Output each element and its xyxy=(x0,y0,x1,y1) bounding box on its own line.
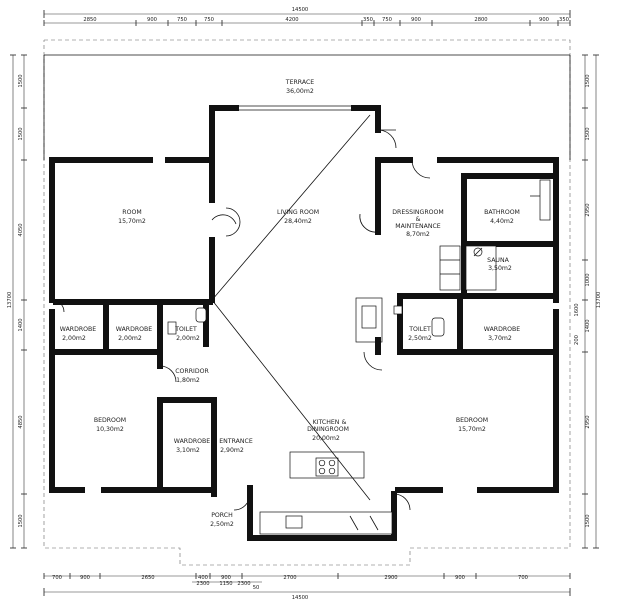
dim-bottom-total: 14500 xyxy=(292,595,309,601)
wardrobe-right-name: WARDROBE xyxy=(484,326,520,333)
dim-top-5: 4200 xyxy=(285,17,298,23)
toilet-left-name: TOILET xyxy=(174,326,197,333)
room-area: 15,70m2 xyxy=(118,218,146,225)
dim-bottom-8: 900 xyxy=(455,575,465,581)
dim-bottom-small-4: 50 xyxy=(253,585,260,591)
sauna-area: 3,50m2 xyxy=(488,265,512,272)
room-labels: TERRACE 36,00m2 ROOM 15,70m2 LIVING ROOM… xyxy=(60,79,520,528)
kitchen-name: KITCHEN xyxy=(313,419,340,426)
wardrobe-mid-area: 2,00m2 xyxy=(118,335,142,342)
wardrobe-entry-area: 3,10m2 xyxy=(176,447,200,454)
dimension-labels: 14500 2850 900 750 750 4200 350 750 900 … xyxy=(7,7,602,601)
bedroom-right-name: BEDROOM xyxy=(456,417,488,424)
dim-bottom-6: 2700 xyxy=(283,575,296,581)
dim-right-6: 2950 xyxy=(585,415,591,428)
annotations xyxy=(51,114,551,511)
terrace-name: TERRACE xyxy=(285,79,314,86)
dim-top-10: 900 xyxy=(539,17,549,23)
dim-bottom-1: 700 xyxy=(52,575,62,581)
dim-right-small-1: 1600 xyxy=(574,303,580,316)
dim-bottom-small-2: 1150 xyxy=(219,581,232,587)
dressingroom-name2: MAINTENANCE xyxy=(395,223,441,230)
dim-top-total: 14500 xyxy=(292,7,309,13)
dim-right-2: 1500 xyxy=(585,127,591,140)
wardrobe-mid-name: WARDROBE xyxy=(116,326,152,333)
dressingroom-area: 8,70m2 xyxy=(406,231,430,238)
dim-left-5: 4850 xyxy=(18,415,24,428)
wardrobe-right-area: 3,70m2 xyxy=(488,335,512,342)
bedroom-left-name: BEDROOM xyxy=(94,417,126,424)
dim-bottom-2: 900 xyxy=(80,575,90,581)
wardrobe-left-area: 2,00m2 xyxy=(62,335,86,342)
dim-top-3: 750 xyxy=(177,17,187,23)
kitchen-name2: DININGROOM xyxy=(307,426,349,433)
bathroom-name: BATHROOM xyxy=(484,209,520,216)
dim-top-11: 350 xyxy=(559,17,569,23)
dim-right-5: 1400 xyxy=(585,319,591,332)
dim-right-total: 13700 xyxy=(596,292,602,309)
toilet-right-area: 2,50m2 xyxy=(408,335,432,342)
walls xyxy=(49,105,559,541)
room-name: ROOM xyxy=(122,209,141,216)
dim-left-1: 1500 xyxy=(18,74,24,87)
porch-name: PORCH xyxy=(211,512,233,519)
living-room-name: LIVING ROOM xyxy=(277,209,319,216)
dim-top-6: 350 xyxy=(363,17,373,23)
corridor-name: CORRIDOR xyxy=(175,368,209,375)
dim-left-6: 1500 xyxy=(18,514,24,527)
dim-top-9: 2800 xyxy=(474,17,487,23)
dim-left-2: 1500 xyxy=(18,127,24,140)
dim-left-total: 13700 xyxy=(7,292,13,309)
kitchen-area: 20,00m2 xyxy=(312,435,340,442)
dim-right-7: 1500 xyxy=(585,514,591,527)
dim-right-1: 1500 xyxy=(585,74,591,87)
dim-bottom-3: 2650 xyxy=(141,575,154,581)
dim-left-4: 1400 xyxy=(18,318,24,331)
entrance-name: ENTRANCE xyxy=(219,438,253,445)
dressingroom-name: DRESSINGROOM xyxy=(392,209,443,216)
wardrobe-entry-name: WARDROBE xyxy=(174,438,210,445)
corridor-area: 1,80m2 xyxy=(176,377,200,384)
dim-bottom-small-1: 2300 xyxy=(196,581,209,587)
dressingroom-amp: & xyxy=(416,216,421,223)
terrace-area: 36,00m2 xyxy=(286,88,314,95)
dimension-lines xyxy=(10,10,599,596)
toilet-right-name: TOILET xyxy=(408,326,431,333)
dim-right-3: 2950 xyxy=(585,203,591,216)
dim-top-4: 750 xyxy=(204,17,214,23)
dim-top-2: 900 xyxy=(147,17,157,23)
dim-top-8: 900 xyxy=(411,17,421,23)
porch-area: 2,50m2 xyxy=(210,521,234,528)
dim-left-3: 4050 xyxy=(18,223,24,236)
dim-bottom-7: 2900 xyxy=(384,575,397,581)
dim-bottom-9: 700 xyxy=(518,575,528,581)
bedroom-left-area: 10,30m2 xyxy=(96,426,124,433)
entrance-area: 2,90m2 xyxy=(220,447,244,454)
dim-top-1: 2850 xyxy=(83,17,96,23)
dim-bottom-4: 400 xyxy=(198,575,208,581)
kitchen-amp: & xyxy=(342,419,347,426)
sauna-name: SAUNA xyxy=(487,257,509,264)
bathroom-area: 4,40m2 xyxy=(490,218,514,225)
dim-top-7: 750 xyxy=(382,17,392,23)
dim-right-4: 1000 xyxy=(585,273,591,286)
wardrobe-left-name: WARDROBE xyxy=(60,326,96,333)
living-room-area: 28,40m2 xyxy=(284,218,312,225)
dim-bottom-small-3: 2300 xyxy=(237,581,250,587)
roof-outline xyxy=(43,39,571,566)
dim-bottom-5: 900 xyxy=(221,575,231,581)
toilet-left-area: 2,00m2 xyxy=(176,335,200,342)
bedroom-right-area: 15,70m2 xyxy=(458,426,486,433)
dim-right-small-2: 200 xyxy=(574,335,580,345)
